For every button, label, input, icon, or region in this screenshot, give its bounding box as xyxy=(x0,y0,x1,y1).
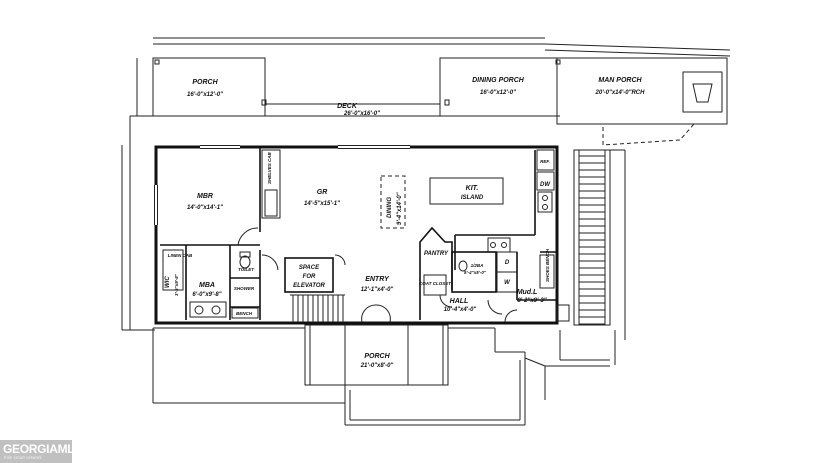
mudl-dims: 8'-2"x9'-3" xyxy=(517,298,546,304)
mba-dims: 6'-0"x9'-8" xyxy=(192,292,221,298)
half-bath-label: 1/2BA xyxy=(471,263,484,268)
front-porch-label: PORCH xyxy=(364,353,390,360)
dining-dims: 9'-4"x14'-0" xyxy=(397,192,403,225)
house-walls xyxy=(154,145,570,325)
half-bath-dims: 5'-4"x5'-0" xyxy=(464,270,487,275)
linen-cab-label: LINEN CAB xyxy=(168,253,193,258)
deck-label: DECK xyxy=(337,103,358,110)
hall-dims: 10'-4"x4'-0" xyxy=(444,307,477,313)
wardrobe-label: SHELVES CAB xyxy=(267,151,272,184)
pantry-label: PANTRY xyxy=(424,251,449,257)
porch-left-dims: 16'-0"x12'-0" xyxy=(187,92,223,98)
hall-label: HALL xyxy=(450,298,469,305)
rear-outlines xyxy=(121,37,731,331)
front-outlines xyxy=(152,324,610,426)
dw-label: DW xyxy=(540,182,551,188)
side-stair xyxy=(573,149,626,365)
deck-dims: 26'-0"x16'-0" xyxy=(343,111,380,117)
dining-porch-label: DINING PORCH xyxy=(472,77,525,84)
dining-label: DINING xyxy=(387,197,393,218)
island-label: ISLAND xyxy=(461,195,484,201)
dining-porch-dims: 16'-0"x12'-0" xyxy=(480,90,516,96)
coat-closet-label: COAT CLOSET xyxy=(419,281,452,286)
man-porch-dims: 20'-0"x14'-0"RCH xyxy=(595,90,646,96)
gr-dims: 14'-5"x15'-1" xyxy=(304,201,340,207)
bench-label: BENCH xyxy=(236,311,253,316)
room-labels: PORCH 16'-0"x12'-0" DINING PORCH 16'-0"x… xyxy=(165,77,645,369)
mbr-dims: 14'-0"x14'-1" xyxy=(187,205,223,211)
front-porch-dims: 21'-0"x8'-0" xyxy=(360,363,394,369)
gr-label: GR xyxy=(317,189,328,196)
watermark-brand: GEORGIAMLS xyxy=(3,442,83,456)
mudl-label: Mud.L xyxy=(517,289,538,296)
ref-label: REF. xyxy=(540,159,550,164)
shower-label: SHOWER xyxy=(234,286,255,291)
porch-left-label: PORCH xyxy=(192,79,218,86)
shoes-bench-label: SHOES BENCH xyxy=(545,248,550,282)
man-porch-label: MAN PORCH xyxy=(598,77,642,84)
elevator-label-2: FOR xyxy=(303,274,316,280)
entry-dims: 12'-1"x4'-0" xyxy=(361,287,394,293)
wic-label: WIC xyxy=(165,276,171,288)
kit-label: KIT. xyxy=(466,185,479,192)
elevator-label-3: ELEVATOR xyxy=(293,283,325,289)
toilet-label: TOILET xyxy=(238,267,255,272)
dryer-label: D xyxy=(505,260,510,266)
georgiamls-watermark: GEORGIAMLS fmls smart network xyxy=(0,440,82,463)
entry-label: ENTRY xyxy=(365,276,390,283)
mba-label: MBA xyxy=(199,282,215,289)
elevator-label-1: SPACE xyxy=(299,265,320,271)
washer-label: W xyxy=(504,280,511,286)
watermark-tagline: fmls smart network xyxy=(4,455,42,460)
wic-dims: 3'-5"x9'-8" xyxy=(174,273,179,296)
mbr-label: MBR xyxy=(197,193,213,200)
